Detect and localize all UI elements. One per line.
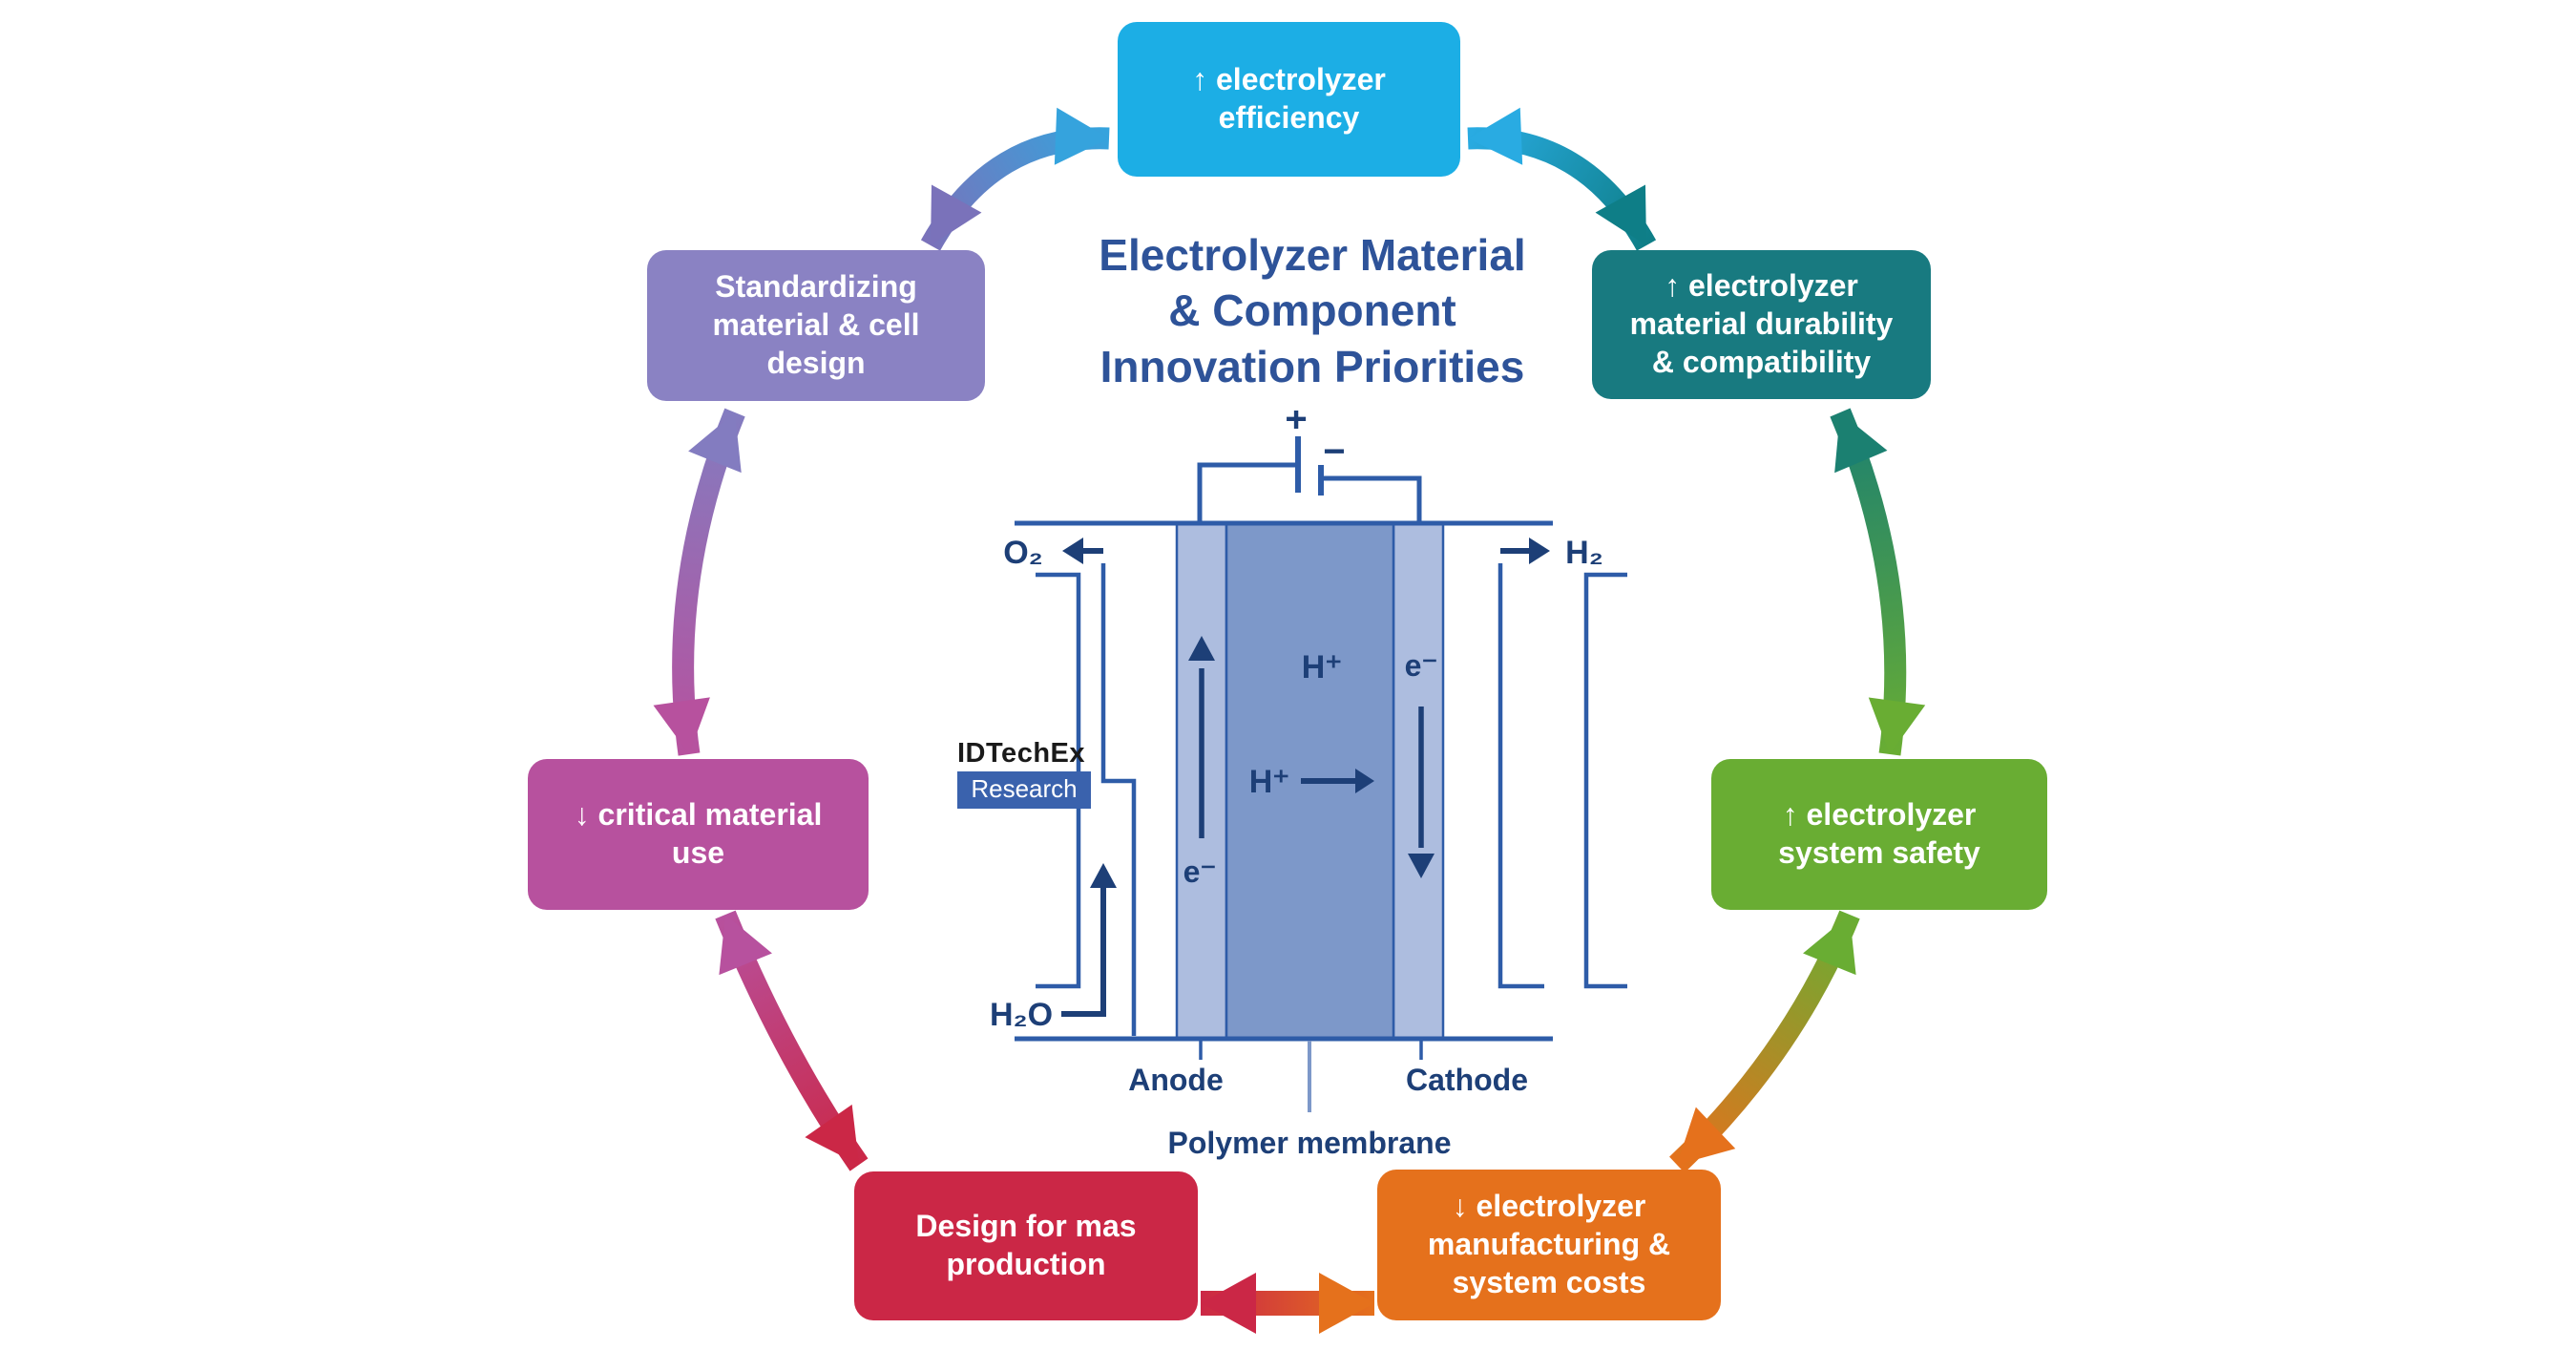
right-inner-pipe — [1497, 563, 1544, 989]
electron-right-label: e⁻ — [1405, 648, 1438, 683]
arrowhead-icon — [805, 1104, 859, 1165]
battery-wire-left — [1197, 462, 1298, 523]
box-design-for-mass-production: Design for mas production — [854, 1171, 1198, 1320]
anode-label: Anode — [1128, 1063, 1224, 1097]
electron-left-label: e⁻ — [1183, 854, 1217, 889]
box-material-durability: ↑ electrolyzer material durability & com… — [1592, 250, 1931, 399]
left-inner-pipe — [1100, 563, 1137, 1036]
membrane-label: Polymer membrane — [1167, 1126, 1451, 1160]
arrow-red-magenta — [715, 910, 869, 1171]
box-manufacturing-system-costs: ↓ electrolyzer manufacturing & system co… — [1377, 1170, 1721, 1320]
left-arrow-icon — [1062, 538, 1083, 564]
up-arrow-icon — [1090, 863, 1117, 888]
arrowhead-icon — [1803, 915, 1856, 976]
box-standardizing-design: Standardizing material & cell design — [647, 250, 985, 401]
arrowhead-icon — [1868, 697, 1926, 754]
idtechex-logo: IDTechEx Research — [957, 738, 1100, 810]
water-label: H₂O — [990, 997, 1053, 1033]
arrowhead-icon — [1834, 412, 1888, 474]
right-arrow-icon — [1355, 769, 1374, 793]
idtechex-research-badge: Research — [957, 771, 1091, 810]
arrow-green-orange — [1669, 910, 1860, 1173]
cathode-label: Cathode — [1406, 1063, 1528, 1097]
arrowhead-icon — [1201, 1273, 1256, 1334]
up-arrow-icon — [1188, 636, 1215, 661]
box-system-safety: ↑ electrolyzer system safety — [1711, 759, 2047, 910]
battery-wire-right — [1321, 475, 1422, 523]
battery-plus-label: + — [1285, 411, 1307, 440]
arrowhead-icon — [1468, 107, 1523, 165]
arrowhead-icon — [719, 915, 772, 976]
arrow-purple-cyan — [920, 107, 1110, 251]
cathode-electrode — [1392, 521, 1445, 1041]
proton-upper-label: H⁺ — [1302, 649, 1343, 686]
arrowhead-icon — [653, 697, 710, 754]
box-electrolyzer-efficiency: ↑ electrolyzer efficiency — [1118, 22, 1460, 177]
arrow-orange-red — [1201, 1273, 1374, 1334]
arrow-magenta-purple — [653, 408, 745, 756]
page-title: Electrolyzer Material & Component Innova… — [1099, 230, 1526, 391]
box-critical-material-use: ↓ critical material use — [528, 759, 869, 910]
arrowhead-icon — [1319, 1273, 1374, 1334]
arrowhead-icon — [1054, 107, 1109, 165]
arrowhead-icon — [1677, 1107, 1736, 1165]
arrow-teal-green — [1830, 408, 1926, 756]
arrowhead-icon — [1595, 184, 1646, 245]
proton-lower-label: H⁺ — [1249, 764, 1290, 800]
right-arrow-icon — [1529, 538, 1550, 564]
idtechex-logo-text: IDTechEx — [957, 738, 1086, 769]
oxygen-label: O₂ — [1003, 535, 1043, 571]
arrowhead-icon — [688, 412, 742, 474]
arrowhead-icon — [931, 184, 982, 245]
water-in-arrow — [1061, 888, 1106, 1017]
electrolyzer-cell-diagram: + − O₂ H₂O H₂ e⁻ e⁻ H⁺ H⁺ Anode Cathode — [990, 411, 1627, 1160]
battery-minus-label: − — [1323, 431, 1345, 473]
right-outer-pipe — [1583, 572, 1627, 989]
hydrogen-label: H₂ — [1565, 535, 1603, 571]
arrow-cyan-teal — [1467, 107, 1657, 251]
down-arrow-icon — [1408, 854, 1435, 878]
